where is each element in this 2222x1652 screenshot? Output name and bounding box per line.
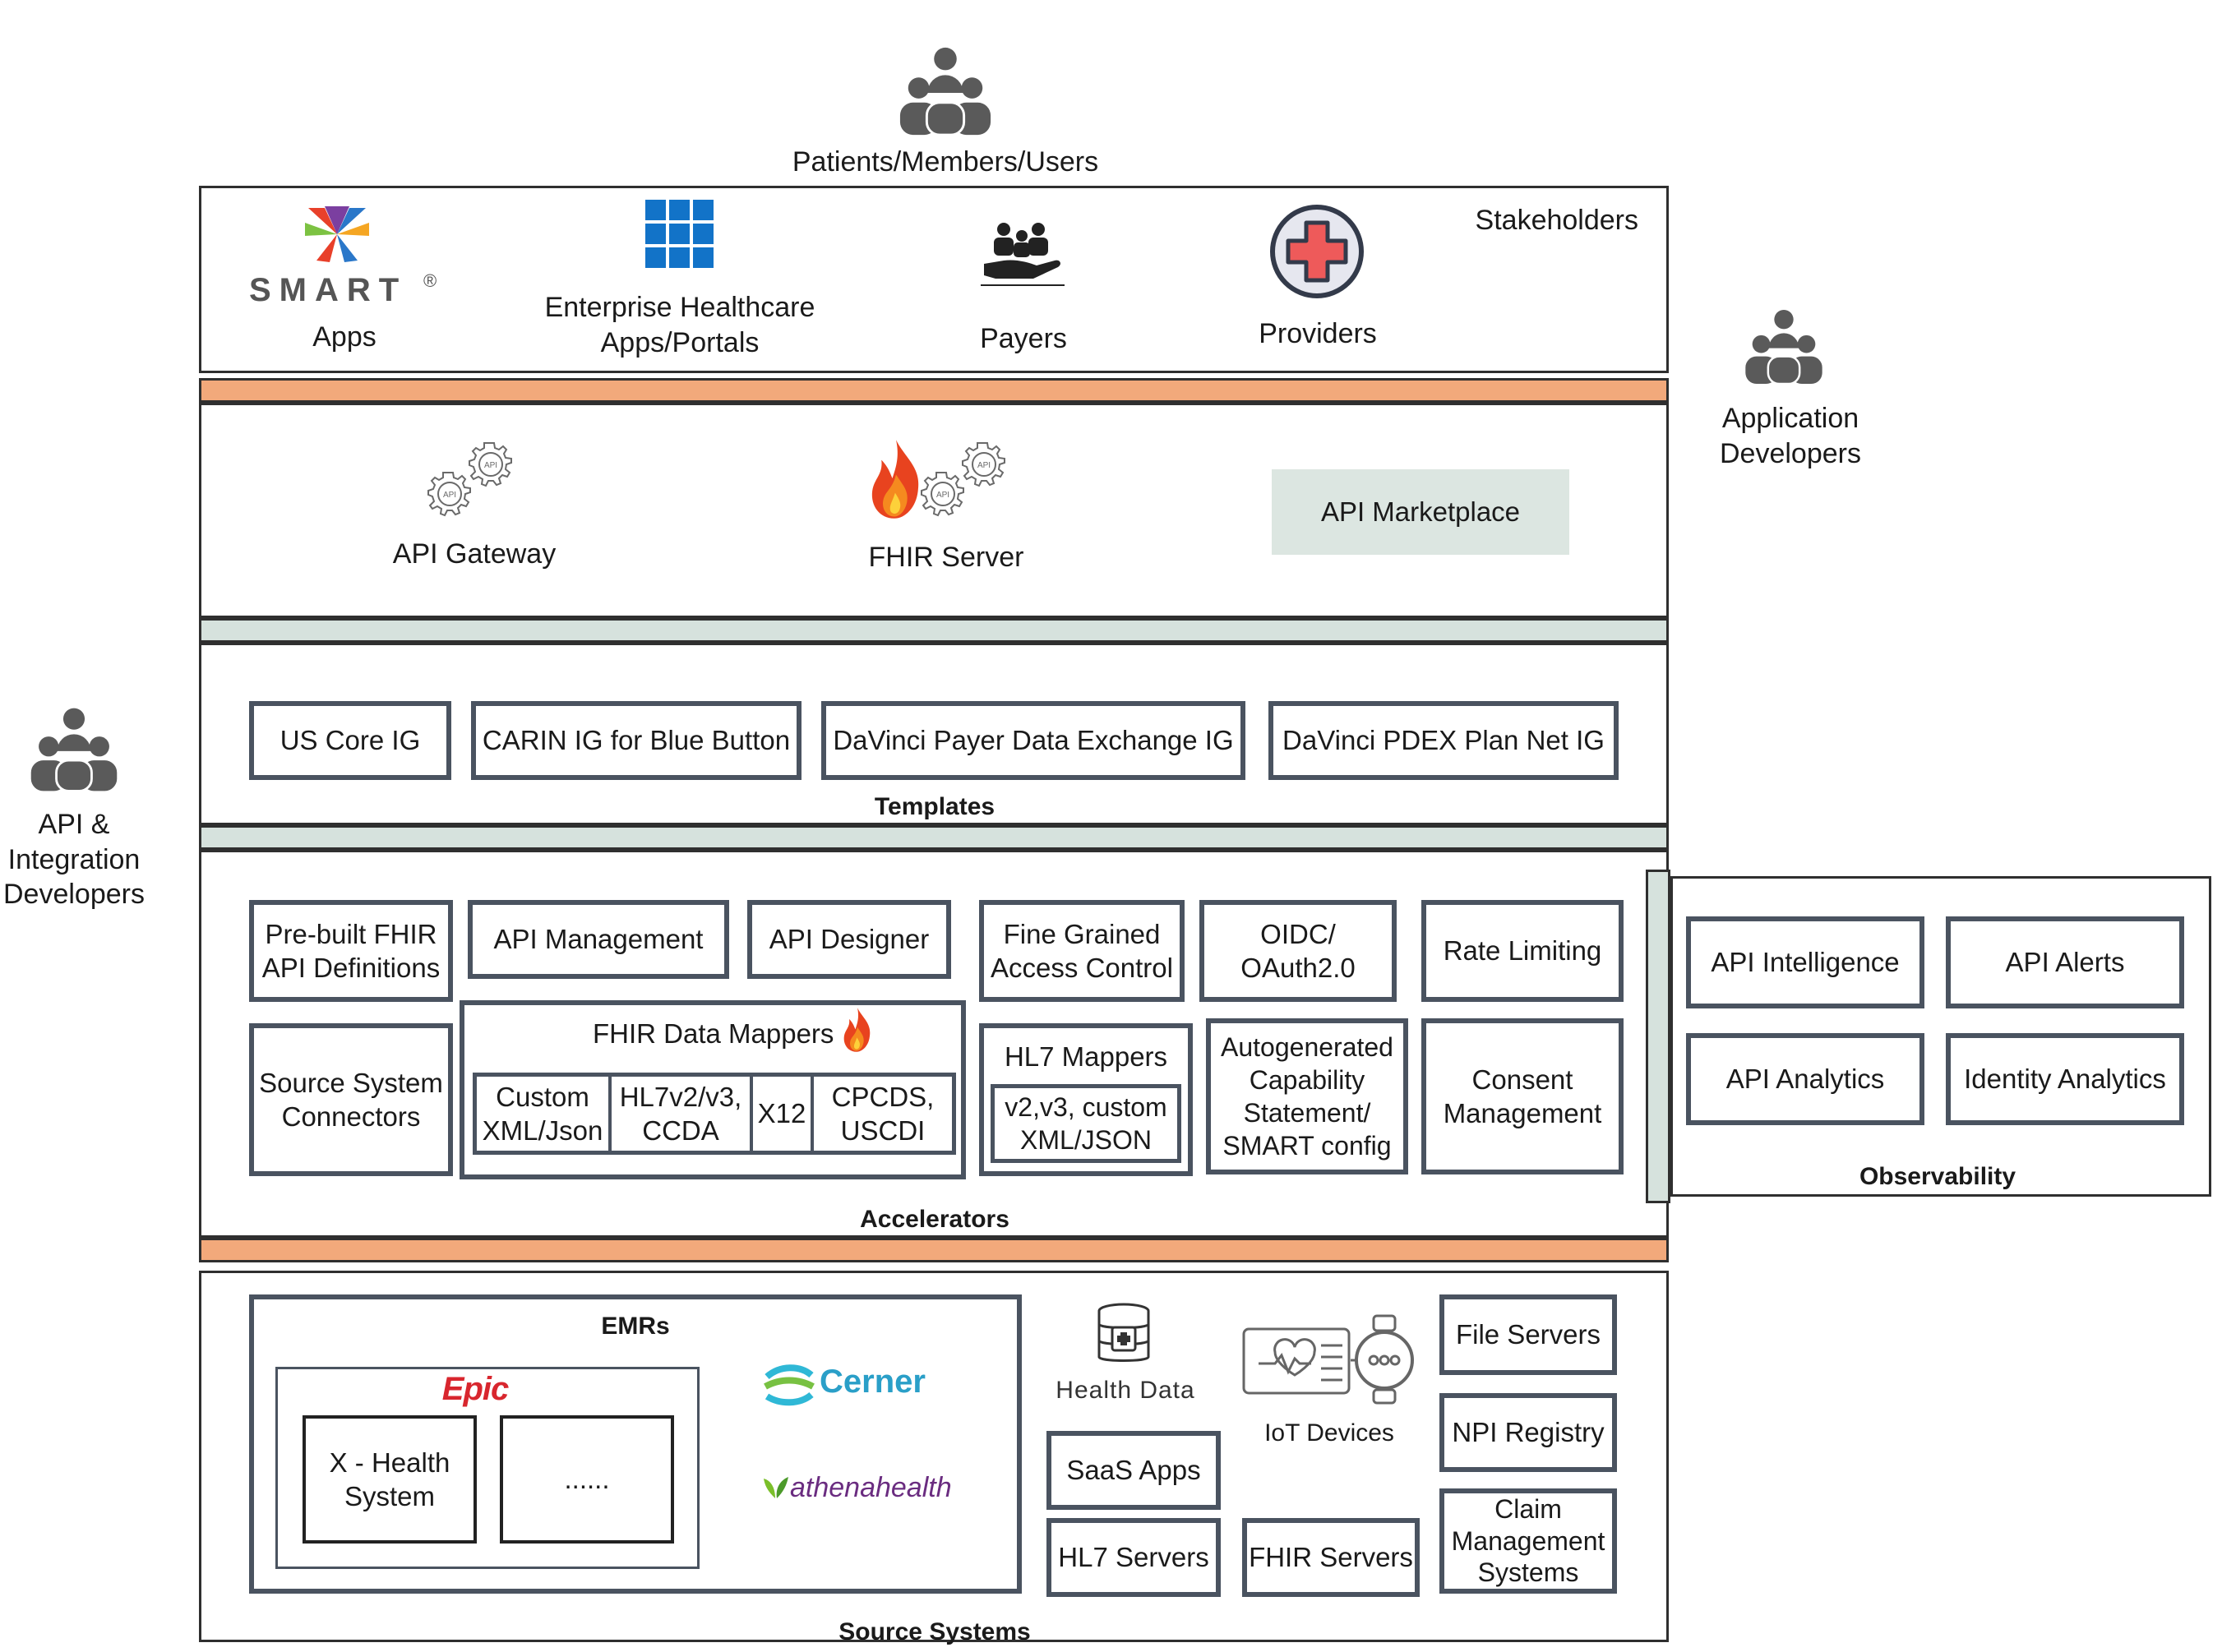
oidc-oauth[interactable]: OIDC/ OAuth2.0	[1199, 900, 1397, 1002]
fhir-server-gears-icon	[921, 442, 1005, 516]
source-systems-title: Source Systems	[838, 1618, 1031, 1645]
api-gateway-gears-icon	[427, 442, 512, 516]
fhir-data-mappers-group: FHIR Data Mappers Custom XML/Json HL7v2/…	[460, 1000, 966, 1179]
athenahealth-leaf-icon	[764, 1477, 788, 1498]
fhir-servers[interactable]: FHIR Servers	[1242, 1518, 1420, 1597]
rate-limiting[interactable]: Rate Limiting	[1421, 900, 1624, 1002]
api-management[interactable]: API Management	[468, 900, 729, 979]
gateway-layer-panel: API Gateway FHIR Server API Marketplace	[199, 403, 1669, 618]
smart-apps-label: Apps	[312, 321, 376, 353]
integration-developers-label: API & Integration Developers	[3, 809, 145, 910]
claim-management-systems[interactable]: Claim Management Systems	[1439, 1488, 1617, 1594]
file-servers[interactable]: File Servers	[1439, 1294, 1617, 1375]
athenahealth-logo: athenahealth	[790, 1472, 952, 1503]
smart-logo-icon	[305, 206, 369, 262]
source-system-connectors[interactable]: Source System Connectors	[249, 1023, 453, 1176]
health-data-label: Health Data	[1056, 1377, 1195, 1404]
consent-management[interactable]: Consent Management	[1421, 1018, 1624, 1174]
iot-devices-icon	[1242, 1314, 1414, 1405]
api-gateway-label: API Gateway	[392, 538, 557, 570]
hl7-servers[interactable]: HL7 Servers	[1046, 1518, 1221, 1597]
api-marketplace-box[interactable]: API Marketplace	[1272, 469, 1569, 555]
users-label: Patients/Members/Users	[792, 146, 1099, 178]
mapper-cpcds-uscdi[interactable]: CPCDS, USCDI	[831, 1081, 935, 1146]
epic-group: Epic X - Health System ......	[275, 1367, 700, 1569]
template-us-core-ig[interactable]: US Core IG	[249, 701, 451, 780]
x-health-system[interactable]: X - Health System	[303, 1415, 477, 1544]
health-data-database-icon	[1097, 1303, 1150, 1362]
api-alerts[interactable]: API Alerts	[1946, 916, 2184, 1008]
providers-cross-icon	[1270, 205, 1364, 298]
fhir-data-mappers-title: FHIR Data Mappers	[593, 1018, 834, 1049]
mapper-x12[interactable]: X12	[753, 1077, 814, 1151]
api-designer[interactable]: API Designer	[747, 900, 951, 979]
cerner-logo: Cerner	[820, 1364, 926, 1400]
more-health-systems[interactable]: ......	[500, 1415, 674, 1544]
integration-developers-people-icon	[28, 704, 120, 796]
orange-divider-1	[199, 378, 1669, 403]
template-davinci-plan-net-ig[interactable]: DaVinci PDEX Plan Net IG	[1268, 701, 1619, 780]
fine-grained-access-control[interactable]: Fine Grained Access Control	[979, 900, 1185, 1002]
enterprise-apps-grid-icon	[645, 200, 714, 268]
template-davinci-pdex-ig[interactable]: DaVinci Payer Data Exchange IG	[821, 701, 1245, 780]
emrs-group: EMRs Epic X - Health System ...... Cerne…	[249, 1294, 1022, 1594]
saas-apps[interactable]: SaaS Apps	[1046, 1431, 1221, 1510]
cerner-logo-icon	[764, 1364, 815, 1406]
templates-title: Templates	[874, 793, 996, 820]
identity-analytics[interactable]: Identity Analytics	[1946, 1033, 2184, 1125]
mapper-hl7-ccda[interactable]: HL7v2/v3, CCDA	[612, 1077, 753, 1151]
accelerators-panel: Pre-built FHIR API Definitions API Manag…	[199, 850, 1669, 1238]
emrs-title: EMRs	[601, 1313, 670, 1340]
application-developers-label: Application Developers	[1720, 403, 1861, 469]
api-analytics[interactable]: API Analytics	[1686, 1033, 1924, 1125]
smart-registered-mark: ®	[423, 270, 437, 291]
stakeholders-panel: Stakeholders SMART ® Apps Enterprise Hea…	[199, 186, 1669, 373]
npi-registry[interactable]: NPI Registry	[1439, 1393, 1617, 1472]
app-developers-people-icon	[1743, 306, 1825, 388]
observability-connector-bar	[1646, 870, 1670, 1203]
users-people-icon	[896, 43, 995, 140]
mapper-custom-xml-json[interactable]: Custom XML/Json	[477, 1077, 612, 1151]
iot-devices-label: IoT Devices	[1264, 1419, 1394, 1447]
observability-title: Observability	[1859, 1163, 2016, 1190]
fhir-server-label: FHIR Server	[868, 542, 1024, 573]
enterprise-apps-label: Enterprise Healthcare Apps/Portals	[544, 292, 815, 358]
gray-divider-1	[199, 618, 1669, 643]
hl7-mappers-inner[interactable]: v2,v3, custom XML/JSON	[991, 1084, 1181, 1163]
payers-label: Payers	[980, 323, 1067, 354]
accelerators-title: Accelerators	[860, 1206, 1009, 1233]
payers-hand-icon	[981, 223, 1065, 286]
prebuilt-fhir-api-definitions[interactable]: Pre-built FHIR API Definitions	[249, 900, 453, 1002]
stakeholders-title: Stakeholders	[1475, 205, 1638, 236]
templates-panel: US Core IG CARIN IG for Blue Button DaVi…	[199, 643, 1669, 825]
hl7-mappers-group: HL7 Mappers v2,v3, custom XML/JSON	[979, 1023, 1193, 1176]
autogenerated-capability-statement[interactable]: Autogenerated Capability Statement/ SMAR…	[1206, 1018, 1408, 1174]
gray-divider-2	[199, 825, 1669, 850]
source-systems-panel: EMRs Epic X - Health System ...... Cerne…	[199, 1271, 1669, 1645]
smart-wordmark: SMART	[249, 272, 408, 308]
fhir-mappers-flame-icon	[841, 1007, 874, 1053]
template-carin-ig[interactable]: CARIN IG for Blue Button	[471, 701, 801, 780]
orange-divider-2	[199, 1238, 1669, 1262]
epic-logo: Epic	[441, 1371, 509, 1407]
api-intelligence[interactable]: API Intelligence	[1686, 916, 1924, 1008]
mappers-row: Custom XML/Json HL7v2/v3, CCDA X12 CPCDS…	[473, 1073, 956, 1155]
providers-label: Providers	[1259, 318, 1377, 349]
hl7-mappers-title: HL7 Mappers	[1004, 1041, 1168, 1072]
observability-panel: API Intelligence API Alerts API Analytic…	[1670, 876, 2211, 1197]
